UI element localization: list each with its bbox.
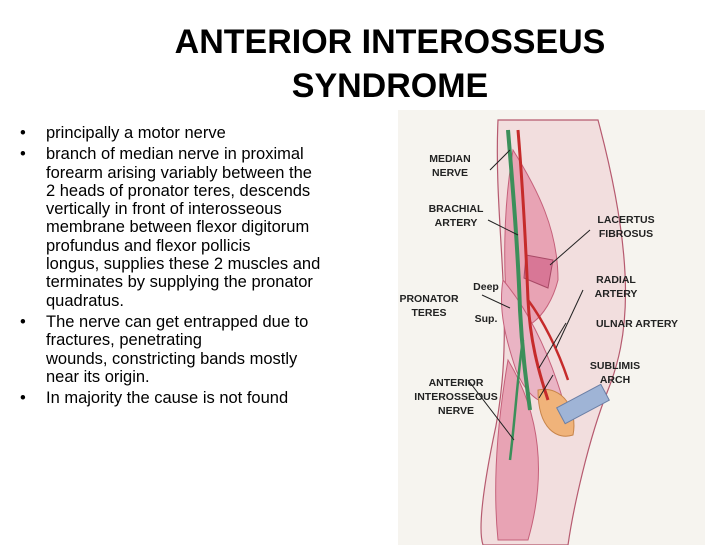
retractor-shape xyxy=(556,383,610,425)
brachial-artery-line xyxy=(516,129,550,401)
bullet-text-line: forearm arising variably between the xyxy=(46,163,312,182)
label-anterior-interosseous-3: NERVE xyxy=(438,405,474,417)
label-brachial-artery-1: BRACHIAL xyxy=(429,203,484,215)
label-pronator-teres-2: TERES xyxy=(411,307,446,319)
bullet-item: • In majority the cause is not found xyxy=(20,389,392,407)
bullet-item: • principally a motor nerve xyxy=(20,124,392,142)
label-deep: Deep xyxy=(473,281,499,293)
bullet-text-line: quadratus. xyxy=(46,291,124,310)
label-ulnar-artery: ULNAR ARTERY xyxy=(596,318,678,330)
leader-lines xyxy=(467,149,591,441)
bullet-text-line: principally a motor nerve xyxy=(46,124,226,142)
bullet-list: • principally a motor nerve • branch of med… xyxy=(20,124,392,410)
bullet-text-line: terminates by supplying the pronator xyxy=(46,273,313,292)
label-sublimis-arch-2: ARCH xyxy=(600,374,630,386)
label-radial-artery-1: RADIAL xyxy=(596,274,636,286)
label-pronator-teres-1: PRONATOR xyxy=(399,293,459,305)
bullet-marker: • xyxy=(20,124,26,142)
slide-title-line-1: ANTERIOR INTEROSSEUS xyxy=(174,23,606,61)
label-radial-artery-2: ARTERY xyxy=(595,288,638,300)
label-lacertus-fibrosus-2: FIBROSUS xyxy=(599,228,653,240)
bullet-marker: • xyxy=(20,389,26,408)
label-sublimis-arch-1: SUBLIMIS xyxy=(590,360,640,372)
bullet-text-line: vertically in front of interosseous xyxy=(46,200,282,219)
bullet-text-line: membrane between flexor digitorum xyxy=(46,218,310,237)
slide-title: ANTERIOR INTEROSSEUS SYNDROME xyxy=(40,20,728,108)
sublimis-arch-shape xyxy=(537,388,575,437)
bullet-text-line: fractures, penetrating xyxy=(46,331,202,350)
label-sup: Sup. xyxy=(475,313,498,325)
anterior-interosseous-nerve-line xyxy=(508,339,525,461)
label-brachial-artery-2: ARTERY xyxy=(435,217,478,229)
bullet-text-line: wounds, constricting bands mostly xyxy=(46,349,298,368)
bullet-text-line: The nerve can get entrapped due to xyxy=(46,312,309,331)
bullet-marker: • xyxy=(20,145,26,164)
radial-artery-line xyxy=(526,299,570,381)
median-nerve-line xyxy=(506,129,532,411)
label-anterior-interosseous-2: INTEROSSEOUS xyxy=(414,391,497,403)
bullet-text-line: 2 heads of pronator teres, descends xyxy=(46,181,311,200)
bullet-marker: • xyxy=(20,312,26,331)
bullet-text-line: profundus and flexor pollicis xyxy=(46,236,251,255)
label-median-nerve-1: MEDIAN xyxy=(429,153,470,165)
forearm-diagram: MEDIAN NERVE BRACHIAL ARTERY LACERTUS FI… xyxy=(399,119,678,545)
bullet-text-line: branch of median nerve in proximal xyxy=(46,145,304,164)
slide-title-line-2: SYNDROME xyxy=(291,67,489,105)
lacertus-fibrosus-shape xyxy=(523,254,554,289)
label-median-nerve-2: NERVE xyxy=(432,167,468,179)
bullet-text-line: near its origin. xyxy=(46,367,150,386)
anatomy-illustration: MEDIAN NERVE BRACHIAL ARTERY LACERTUS FI… xyxy=(398,110,705,545)
bullet-text-line: In majority the cause is not found xyxy=(46,389,289,408)
bullet-text-line: longus, supplies these 2 muscles and xyxy=(46,255,321,274)
label-anterior-interosseous-1: ANTERIOR xyxy=(429,377,484,389)
label-lacertus-fibrosus-1: LACERTUS xyxy=(597,214,654,226)
